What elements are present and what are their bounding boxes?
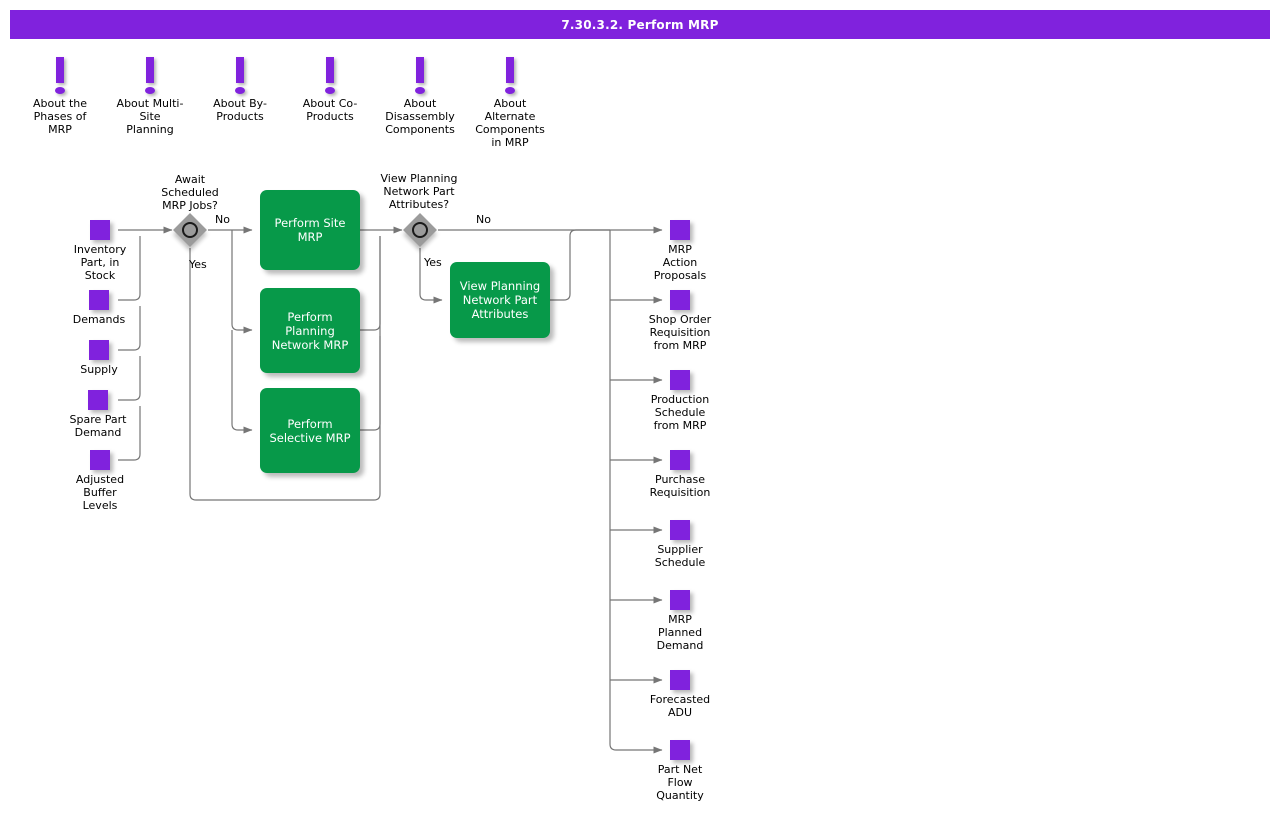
wire-decision1-no-selective — [231, 330, 253, 434]
decision-ring-icon — [182, 222, 198, 238]
node-label: Demands — [72, 313, 126, 326]
node-swatch — [670, 520, 690, 540]
wire-input-5 — [118, 406, 141, 461]
info-item-label: About Co-Products — [302, 97, 358, 123]
page-title-bar: 7.30.3.2. Perform MRP — [10, 10, 1270, 39]
wire-out-8 — [609, 743, 663, 754]
input-node-demands[interactable]: Demands — [44, 290, 154, 326]
node-swatch — [670, 670, 690, 690]
node-swatch — [670, 740, 690, 760]
exclamation-icon — [190, 57, 290, 97]
edge-label-decision1-yes: Yes — [189, 258, 207, 271]
node-swatch — [670, 450, 690, 470]
decision-await-scheduled-mrp-jobs[interactable] — [173, 213, 207, 247]
wire-planning-out — [360, 236, 381, 331]
node-swatch — [88, 390, 108, 410]
wire-decision1-no-planning — [231, 230, 253, 334]
info-item-by-products[interactable]: About By-Products — [190, 57, 290, 123]
node-swatch — [670, 370, 690, 390]
input-node-supply[interactable]: Supply — [44, 340, 154, 376]
node-swatch — [89, 340, 109, 360]
info-item-label: About By-Products — [213, 97, 267, 123]
wire-decision1-yes-loop — [189, 236, 381, 501]
wire-input-4 — [118, 356, 141, 401]
edge-label-decision2-no: No — [476, 213, 491, 226]
node-label: Supply — [80, 363, 118, 376]
node-swatch — [90, 220, 110, 240]
page-title: 7.30.3.2. Perform MRP — [561, 17, 719, 32]
exclamation-icon — [100, 57, 200, 97]
edge-label-decision2-yes: Yes — [424, 256, 442, 269]
wire-decision2-yes — [419, 248, 443, 304]
node-swatch — [670, 290, 690, 310]
exclamation-icon — [280, 57, 380, 97]
node-swatch — [89, 290, 109, 310]
wire-input-3 — [118, 306, 141, 351]
exclamation-icon — [460, 57, 560, 97]
exclamation-icon — [10, 57, 110, 97]
decision-view-planning-network-part-attributes[interactable] — [403, 213, 437, 247]
wire-selective-out — [360, 336, 381, 431]
edge-label-decision1-no: No — [215, 213, 230, 226]
wire-input-2 — [118, 236, 141, 301]
info-item-co-products[interactable]: About Co-Products — [280, 57, 380, 123]
decision-ring-icon — [412, 222, 428, 238]
wire-viewplanning-out — [550, 229, 610, 301]
node-swatch — [90, 450, 110, 470]
node-swatch — [670, 220, 690, 240]
exclamation-icon — [370, 57, 470, 97]
node-swatch — [670, 590, 690, 610]
